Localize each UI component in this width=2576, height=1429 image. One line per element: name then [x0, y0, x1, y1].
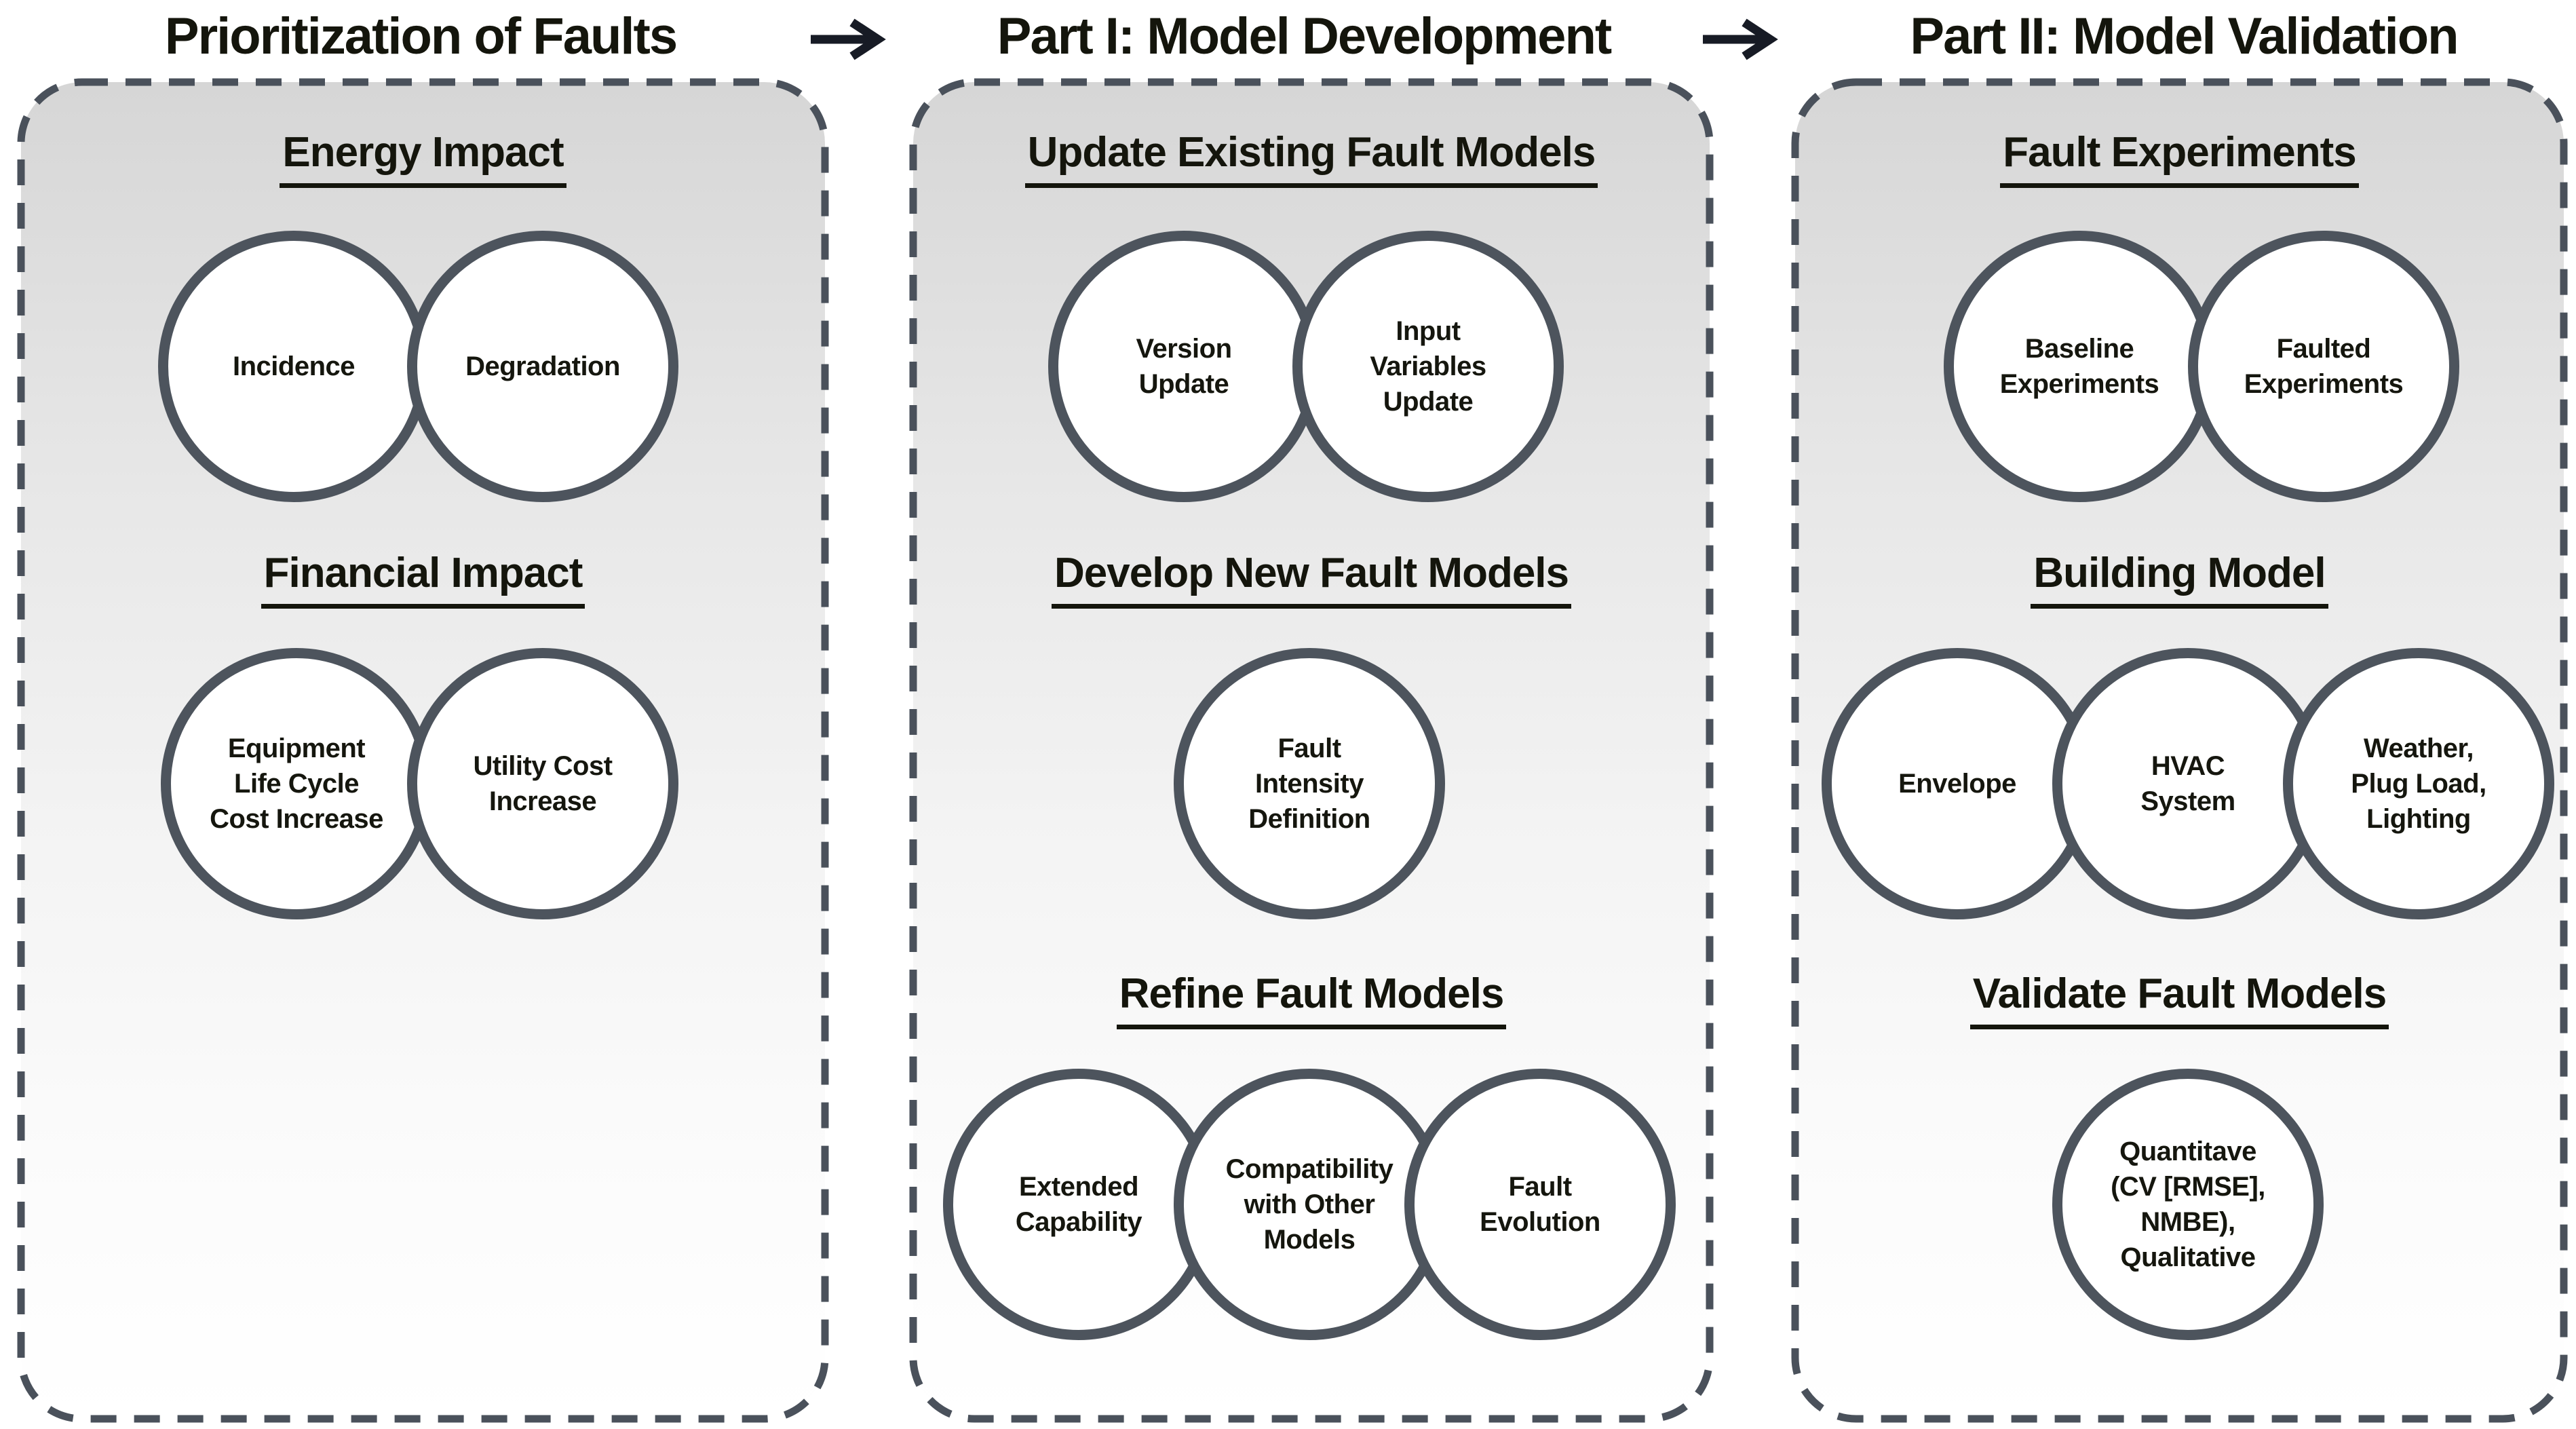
section-heading: Develop New Fault Models [1051, 549, 1572, 609]
panel-prioritization-of-faults: Energy Impact Incidence Degradation Fina… [17, 78, 829, 1423]
circle-label: Weather, Plug Load, Lighting [2351, 733, 2486, 834]
circle-label: Fault Intensity Definition [1248, 733, 1370, 834]
circle-label: Quantitave (CV [RMSE], NMBE), Qualitativ… [2111, 1137, 2265, 1272]
section-heading: Financial Impact [261, 549, 585, 609]
venn-circle: Quantitave (CV [RMSE], NMBE), Qualitativ… [2052, 1069, 2324, 1340]
venn-circle: Degradation [407, 231, 678, 502]
column-title-part2: Part II: Model Validation [1910, 7, 2459, 65]
section-heading: Energy Impact [280, 128, 566, 188]
circle-label: Extended Capability [1015, 1172, 1142, 1237]
section-heading-row: Fault Experiments [1791, 128, 2568, 188]
circle-label: Utility Cost Increase [473, 751, 613, 816]
venn-circle: Utility Cost Increase [407, 648, 678, 919]
flow-arrow-icon [811, 18, 886, 60]
section-heading-row: Building Model [1791, 549, 2568, 609]
circle-label: Compatibility with Other Models [1225, 1154, 1393, 1255]
venn-circle: HVAC System [2052, 648, 2324, 919]
venn-circle: Version Update [1048, 231, 1320, 502]
section-heading-row: Update Existing Fault Models [909, 128, 1714, 188]
flow-arrow-icon [1703, 18, 1778, 60]
venn-circle: Fault Intensity Definition [1174, 648, 1445, 919]
venn-circle: Equipment Life Cycle Cost Increase [161, 648, 432, 919]
circle-label: Fault Evolution [1480, 1172, 1600, 1237]
circle-label: Degradation [465, 351, 620, 381]
venn-circle: Fault Evolution [1404, 1069, 1676, 1340]
circle-label: Input Variables Update [1370, 316, 1486, 417]
venn-circle: Weather, Plug Load, Lighting [2283, 648, 2554, 919]
column-title-part1: Part I: Model Development [997, 7, 1612, 65]
section-heading: Refine Fault Models [1116, 970, 1507, 1029]
circle-label: Version Update [1136, 334, 1232, 399]
panel-model-validation: Fault Experiments Baseline Experiments F… [1791, 78, 2568, 1423]
section-heading: Building Model [2031, 549, 2328, 609]
panel-model-development: Update Existing Fault Models Version Upd… [909, 78, 1714, 1423]
venn-circle: Incidence [158, 231, 429, 502]
circle-label: Incidence [232, 351, 355, 381]
column-title-prioritization: Prioritization of Faults [164, 7, 678, 65]
section-heading: Fault Experiments [2000, 128, 2359, 188]
circle-label: Envelope [1898, 769, 2016, 799]
section-heading-row: Energy Impact [17, 128, 829, 188]
venn-circle: Faulted Experiments [2188, 231, 2459, 502]
circle-label: Equipment Life Cycle Cost Increase [210, 733, 383, 834]
section-heading-row: Validate Fault Models [1791, 970, 2568, 1029]
venn-circle: Baseline Experiments [1944, 231, 2215, 502]
section-heading-row: Financial Impact [17, 549, 829, 609]
circle-label: Baseline Experiments [1999, 334, 2159, 399]
circle-label: Faulted Experiments [2244, 334, 2404, 399]
circle-label: HVAC System [2140, 751, 2235, 816]
section-heading: Update Existing Fault Models [1024, 128, 1598, 188]
section-heading-row: Refine Fault Models [909, 970, 1714, 1029]
venn-circle: Input Variables Update [1292, 231, 1564, 502]
section-heading: Validate Fault Models [1969, 970, 2389, 1029]
section-heading-row: Develop New Fault Models [909, 549, 1714, 609]
